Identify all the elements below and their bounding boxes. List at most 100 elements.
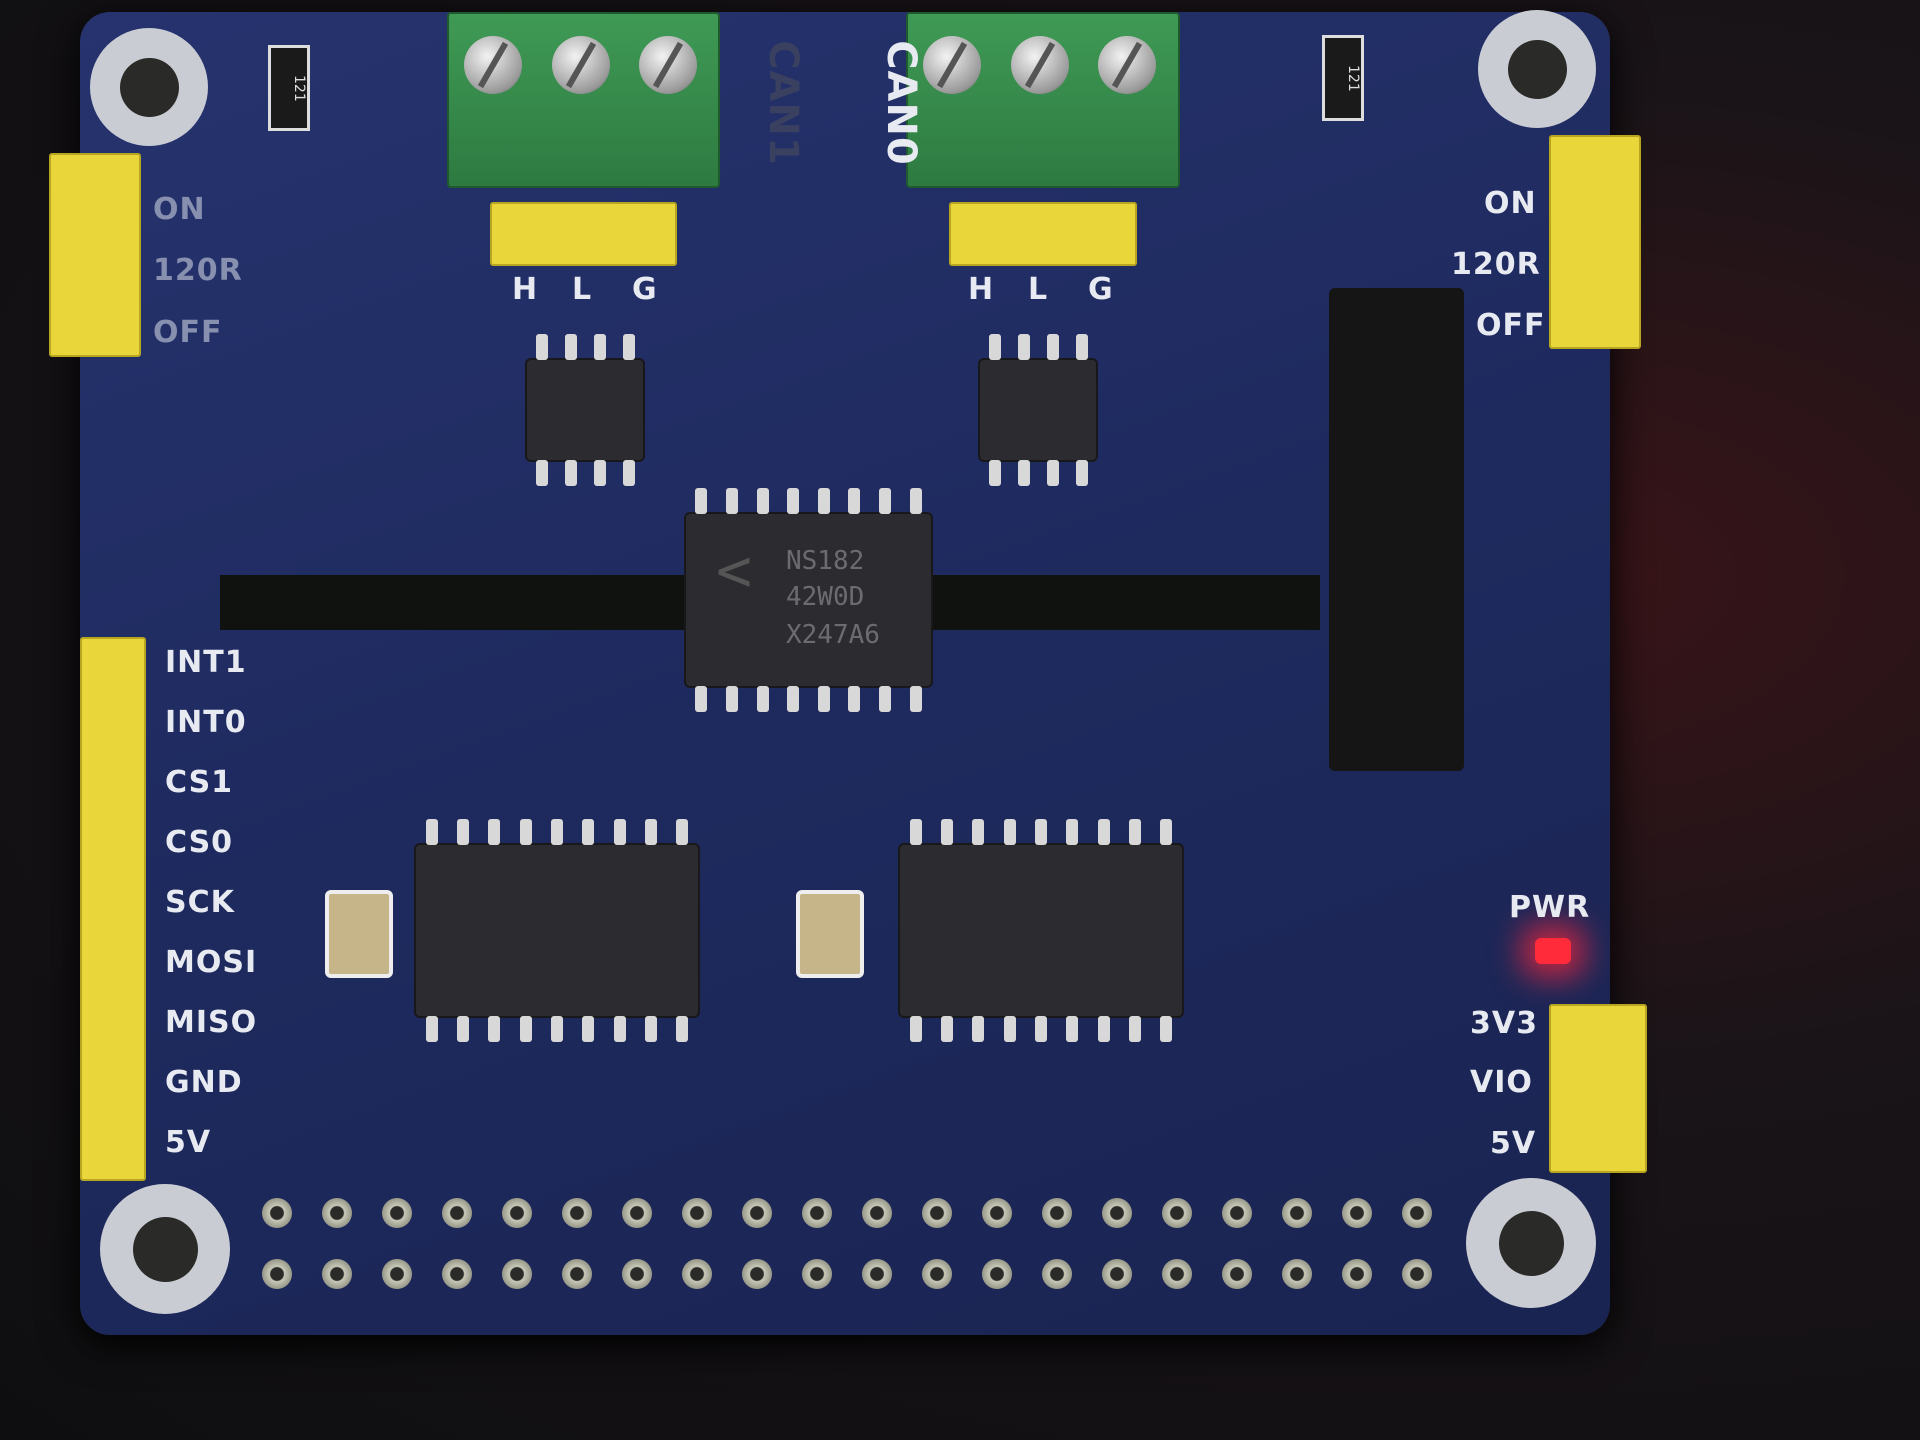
controller2-leg [941,819,953,845]
gpio-pin [1402,1198,1432,1228]
spi-label-gnd: GND [165,1065,243,1100]
controller2-leg [1003,1016,1016,1042]
gpio-pin [262,1259,292,1289]
transceiver1-leg [535,460,548,486]
gpio-pin [322,1198,352,1228]
voltage-3v3-label: 3V3 [1470,1006,1538,1041]
controller1-leg [488,1016,501,1042]
isolator-leg [787,686,800,712]
controller1-leg [519,819,532,845]
right-termination-jumper[interactable] [1549,135,1641,349]
can0-pin-h: H [968,272,995,307]
right-off-label: OFF [1476,308,1546,343]
controller2-leg [1003,819,1016,845]
controller2-leg [1160,819,1173,845]
spi-label-cs0: CS0 [165,825,234,860]
left-on-label: ON [153,192,206,227]
gpio-pin [502,1198,532,1228]
spi-pin-header[interactable] [80,637,146,1181]
transceiver0-leg [1075,334,1088,360]
isolator-leg [848,488,861,514]
mounting-hole-bottom-left [100,1184,230,1314]
isolator-chip: < NS182 42W0D X247A6 [686,514,931,686]
gpio-pin [1042,1198,1072,1228]
gpio-pin [922,1259,952,1289]
isolator-marking-2: 42W0D [786,582,865,612]
gpio-pin [802,1198,832,1228]
gpio-pin [802,1259,832,1289]
gpio-pin [1102,1259,1132,1289]
gpio-pin [562,1198,592,1228]
gpio-pin [442,1198,472,1228]
can0-label: CAN0 [877,40,924,166]
gpio-pin [382,1259,412,1289]
can1-pin-header[interactable] [490,202,677,266]
controller1-leg [582,819,595,845]
controller2-leg [1066,1016,1079,1042]
gpio-pin [1402,1259,1432,1289]
can1-pin-h: H [512,272,539,307]
can1-terminal-block[interactable] [447,12,720,188]
right-120r-label: 120R [1451,247,1541,282]
isolator-leg [787,488,800,514]
controller2-leg [941,1016,953,1042]
spi-label-cs1: CS1 [165,765,234,800]
spi-label-int0: INT0 [165,705,247,740]
can-controller-chip-1 [416,845,698,1016]
transceiver1-leg [564,334,577,360]
gpio-pin [1342,1198,1372,1228]
controller2-leg [909,1016,922,1042]
gpio-pin [622,1198,652,1228]
left-120r-label: 120R [153,253,243,288]
controller2-leg [1129,819,1141,845]
spi-label-miso: MISO [165,1005,258,1040]
transceiver0-leg [1017,334,1030,360]
isolator-leg [695,488,708,514]
transceiver1-leg [593,334,606,360]
gpio-pin [982,1198,1012,1228]
gpio-pin [682,1259,712,1289]
can0-pin-g: G [1088,272,1114,307]
gpio-pin [562,1259,592,1289]
can0-transceiver-chip [980,360,1096,460]
transceiver1-leg [564,460,577,486]
can0-terminal-block[interactable] [906,12,1180,188]
mounting-hole-bottom-right [1466,1178,1596,1308]
controller1-leg [519,1016,532,1042]
controller1-leg [613,1016,626,1042]
voltage-5v-label: 5V [1490,1126,1537,1161]
controller1-leg [676,1016,689,1042]
can0-pin-header[interactable] [949,202,1137,266]
transceiver0-leg [1017,460,1030,486]
gpio-pin [982,1259,1012,1289]
controller1-leg [457,819,469,845]
controller2-leg [972,1016,985,1042]
controller2-leg [1160,1016,1173,1042]
gpio-pin [1162,1198,1192,1228]
isolator-leg [879,686,892,712]
voltage-select-jumper[interactable] [1549,1004,1647,1173]
controller1-leg [551,1016,563,1042]
transceiver0-leg [1046,334,1059,360]
controller2-leg [1097,819,1110,845]
spi-label-sck: SCK [165,885,235,920]
left-off-label: OFF [153,315,223,350]
controller1-leg [613,819,626,845]
isolator-leg [725,488,738,514]
controller2-leg [1097,1016,1110,1042]
crystal-oscillator-2 [796,890,864,978]
gpio-pin [322,1259,352,1289]
gpio-pin [1222,1259,1252,1289]
transceiver1-leg [622,460,635,486]
gpio-pin [502,1259,532,1289]
isolator-marking-1: NS182 [786,546,865,576]
gpio-pin [1342,1259,1372,1289]
gpio-pin [1162,1259,1192,1289]
left-termination-jumper[interactable] [49,153,141,357]
gpio-pin [1222,1198,1252,1228]
can1-transceiver-chip [527,360,643,460]
can1-pin-g: G [632,272,658,307]
controller1-leg [645,819,657,845]
transceiver0-leg [1075,460,1088,486]
gpio-pin [862,1259,892,1289]
